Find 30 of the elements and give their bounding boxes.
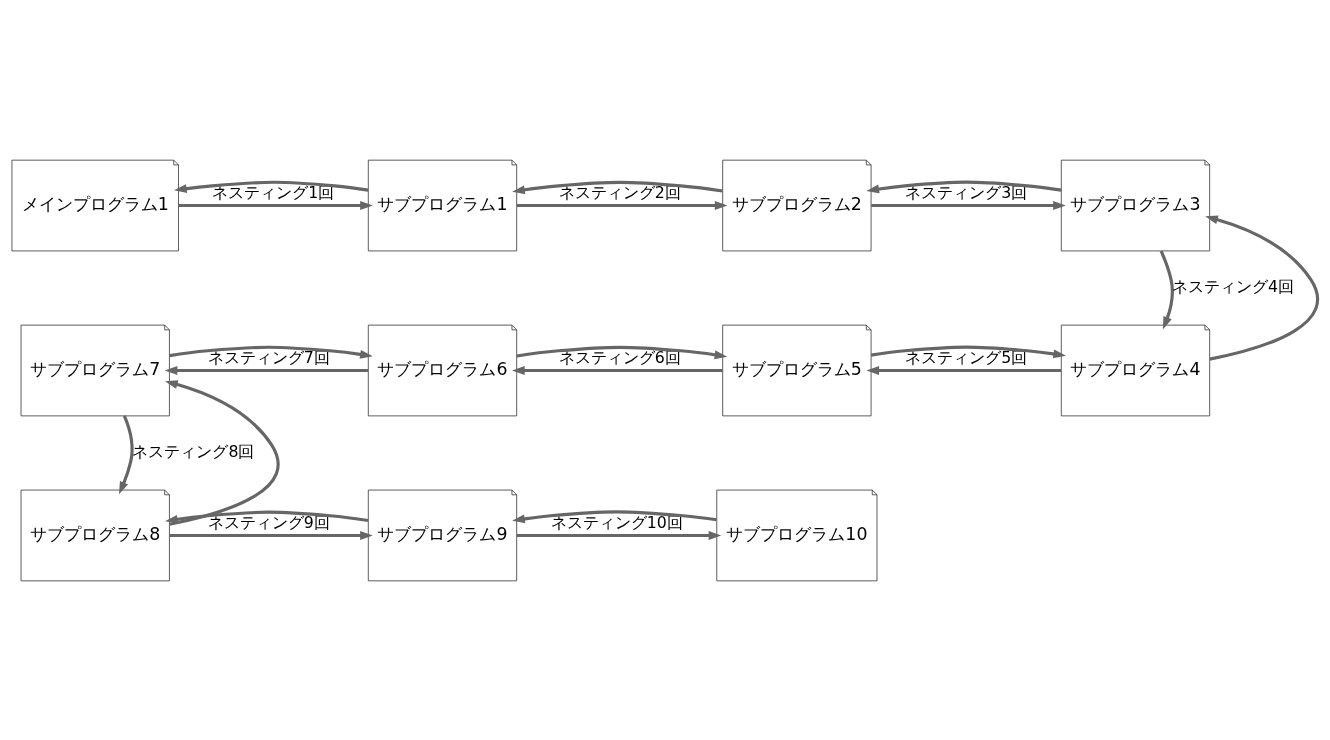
edge-label: ネスティング2回	[558, 182, 681, 202]
edge-label: ネスティング4回	[1171, 276, 1294, 296]
arrow	[516, 530, 722, 540]
arrow	[1205, 214, 1319, 361]
arrow	[1159, 249, 1174, 329]
arrow	[164, 365, 369, 375]
edge-label: ネスティング3回	[905, 182, 1028, 202]
arrow	[516, 200, 728, 210]
arrow	[866, 365, 1062, 375]
arrow	[178, 200, 373, 210]
arrow	[512, 509, 717, 523]
arrow	[871, 200, 1066, 210]
arrow	[174, 180, 369, 193]
arrow	[164, 510, 369, 524]
arrow	[119, 414, 134, 494]
arrow	[870, 345, 1066, 358]
arrow	[165, 379, 280, 526]
edge-label: ネスティング7回	[207, 347, 330, 367]
arrow	[866, 180, 1062, 193]
arrow	[169, 530, 373, 540]
edge-label: ネスティング10回	[550, 512, 683, 532]
arrow	[512, 365, 723, 375]
edge-label: ネスティング8回	[132, 441, 255, 461]
edge-label: ネスティング9回	[207, 512, 330, 532]
edge-label: ネスティング1回	[212, 182, 335, 202]
arrow	[169, 345, 373, 359]
edge-label: ネスティング6回	[558, 347, 681, 367]
arrow	[512, 180, 723, 194]
edge-label: ネスティング5回	[905, 347, 1028, 367]
arrow	[516, 345, 728, 359]
